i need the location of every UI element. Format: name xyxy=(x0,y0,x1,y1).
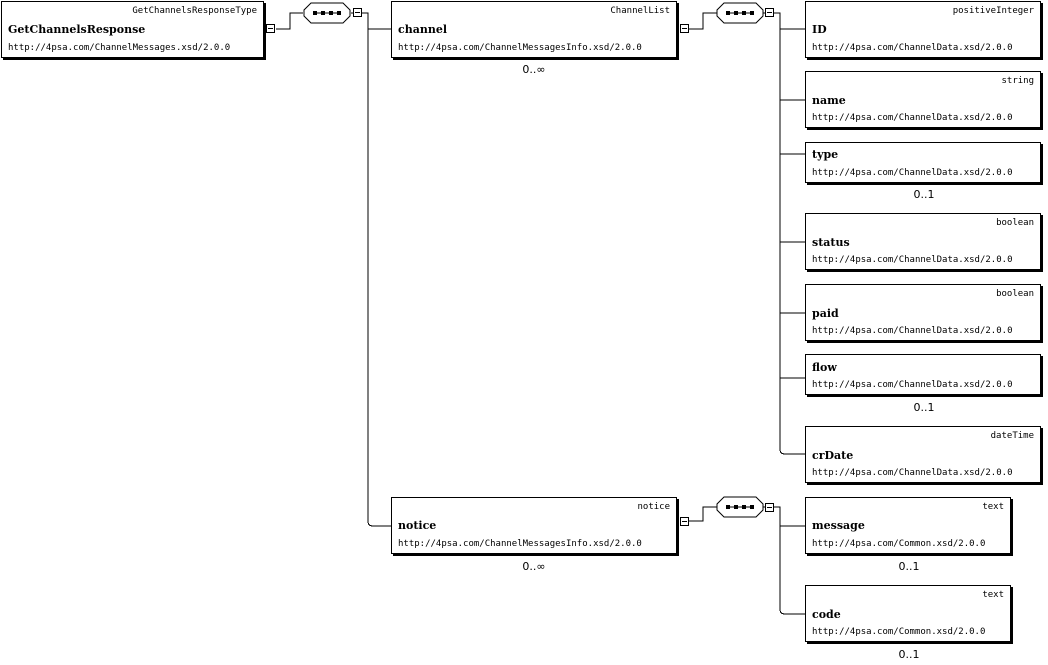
type-label: dateTime xyxy=(990,431,1034,441)
element-name: paid xyxy=(812,307,839,320)
element-name: name xyxy=(812,94,846,107)
namespace-label: http://4psa.com/Common.xsd/2.0.0 xyxy=(812,539,986,549)
child-element-box[interactable]: dateTime crDate http://4psa.com/ChannelD… xyxy=(805,426,1041,483)
child-element-box[interactable]: boolean paid http://4psa.com/ChannelData… xyxy=(805,284,1041,341)
child-element-box[interactable]: boolean status http://4psa.com/ChannelDa… xyxy=(805,213,1041,270)
child-element-box[interactable]: flow http://4psa.com/ChannelData.xsd/2.0… xyxy=(805,354,1041,395)
type-label: notice xyxy=(637,502,670,512)
type-label: positiveInteger xyxy=(952,6,1034,16)
type-label: text xyxy=(982,502,1004,512)
type-label: string xyxy=(1001,76,1034,86)
namespace-label: http://4psa.com/ChannelData.xsd/2.0.0 xyxy=(812,255,1013,265)
element-name: channel xyxy=(398,23,447,36)
namespace-label: http://4psa.com/ChannelData.xsd/2.0.0 xyxy=(812,468,1013,478)
collapse-toggle-notice[interactable] xyxy=(680,517,689,526)
child-element-box[interactable]: type http://4psa.com/ChannelData.xsd/2.0… xyxy=(805,142,1041,183)
element-name: notice xyxy=(398,519,437,532)
child-element-box[interactable]: text code http://4psa.com/Common.xsd/2.0… xyxy=(805,585,1011,642)
element-name: ID xyxy=(812,23,827,36)
type-label: boolean xyxy=(996,218,1034,228)
namespace-label: http://4psa.com/ChannelData.xsd/2.0.0 xyxy=(812,380,1013,390)
element-name: code xyxy=(812,608,841,621)
element-name: crDate xyxy=(812,449,854,462)
child-element-box[interactable]: text message http://4psa.com/Common.xsd/… xyxy=(805,497,1011,554)
occurrence-label: 0..1 xyxy=(898,648,920,661)
sequence-compositor-icon[interactable] xyxy=(716,496,764,518)
type-label: text xyxy=(982,590,1004,600)
collapse-toggle-root[interactable] xyxy=(266,24,275,33)
namespace-label: http://4psa.com/ChannelMessagesInfo.xsd/… xyxy=(398,539,642,549)
namespace-label: http://4psa.com/ChannelMessages.xsd/2.0.… xyxy=(8,43,231,53)
collapse-toggle-sequence[interactable] xyxy=(353,8,362,17)
namespace-label: http://4psa.com/ChannelMessagesInfo.xsd/… xyxy=(398,43,642,53)
type-label: GetChannelsResponseType xyxy=(132,6,257,16)
element-name: message xyxy=(812,519,865,532)
root-element-box[interactable]: GetChannelsResponseType GetChannelsRespo… xyxy=(1,1,264,58)
namespace-label: http://4psa.com/ChannelData.xsd/2.0.0 xyxy=(812,43,1013,53)
child-element-box[interactable]: string name http://4psa.com/ChannelData.… xyxy=(805,71,1041,128)
sequence-compositor-icon[interactable] xyxy=(303,2,351,24)
namespace-label: http://4psa.com/ChannelData.xsd/2.0.0 xyxy=(812,168,1013,178)
occurrence-label: 0..1 xyxy=(913,401,935,414)
collapse-toggle-sequence[interactable] xyxy=(765,8,774,17)
notice-element-box[interactable]: notice notice http://4psa.com/ChannelMes… xyxy=(391,497,677,554)
channel-element-box[interactable]: ChannelList channel http://4psa.com/Chan… xyxy=(391,1,677,58)
element-name: status xyxy=(812,236,850,249)
namespace-label: http://4psa.com/ChannelData.xsd/2.0.0 xyxy=(812,326,1013,336)
namespace-label: http://4psa.com/ChannelData.xsd/2.0.0 xyxy=(812,113,1013,123)
namespace-label: http://4psa.com/Common.xsd/2.0.0 xyxy=(812,627,986,637)
element-name: GetChannelsResponse xyxy=(8,23,146,36)
occurrence-label: 0..∞ xyxy=(522,63,546,76)
collapse-toggle-channel[interactable] xyxy=(680,24,689,33)
occurrence-label: 0..∞ xyxy=(522,560,546,573)
occurrence-label: 0..1 xyxy=(898,560,920,573)
collapse-toggle-sequence[interactable] xyxy=(765,503,774,512)
child-element-box[interactable]: positiveInteger ID http://4psa.com/Chann… xyxy=(805,1,1041,58)
sequence-compositor-icon[interactable] xyxy=(716,2,764,24)
element-name: flow xyxy=(812,361,837,374)
occurrence-label: 0..1 xyxy=(913,188,935,201)
type-label: ChannelList xyxy=(610,6,670,16)
type-label: boolean xyxy=(996,289,1034,299)
element-name: type xyxy=(812,148,839,161)
